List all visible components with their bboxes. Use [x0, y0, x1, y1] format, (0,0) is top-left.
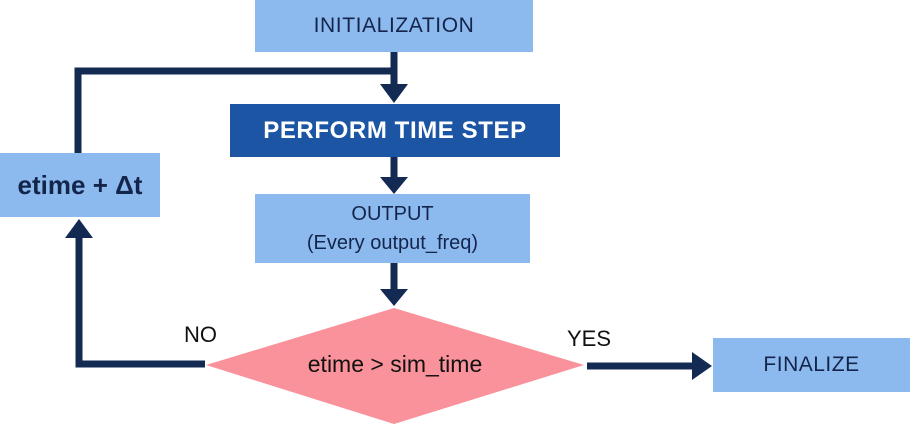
node-decision-label-wrap: etime > sim_time [206, 308, 584, 420]
no-branch-arrowhead [65, 219, 93, 238]
node-initialization: INITIALIZATION [255, 0, 533, 52]
yes-branch-label: YES [567, 326, 612, 351]
node-output: OUTPUT (Every output_freq) [255, 194, 530, 263]
yes-branch-arrowhead [692, 352, 712, 380]
output-to-decision-arrowhead [380, 289, 408, 306]
node-output-label-line2: (Every output_freq) [306, 231, 479, 254]
node-finalize: FINALIZE [713, 338, 910, 392]
no-branch-line [75, 236, 205, 368]
perform-to-output-arrowhead [380, 177, 408, 194]
init-to-perform-arrowhead [380, 84, 408, 103]
node-perform-time-step-label: PERFORM TIME STEP [263, 116, 527, 144]
no-branch-label: NO [184, 322, 217, 347]
node-output-label-line1: OUTPUT [351, 202, 434, 225]
decision-diamond [206, 308, 584, 424]
node-finalize-label: FINALIZE [763, 353, 860, 376]
node-perform-time-step: PERFORM TIME STEP [230, 104, 560, 157]
node-increment-etime: etime + Δt [0, 153, 160, 217]
node-increment-etime-label: etime + Δt [17, 169, 143, 200]
node-initialization-label: INITIALIZATION [313, 14, 475, 37]
loop-return-line [74, 67, 394, 153]
node-decision-label: etime > sim_time [307, 350, 483, 377]
